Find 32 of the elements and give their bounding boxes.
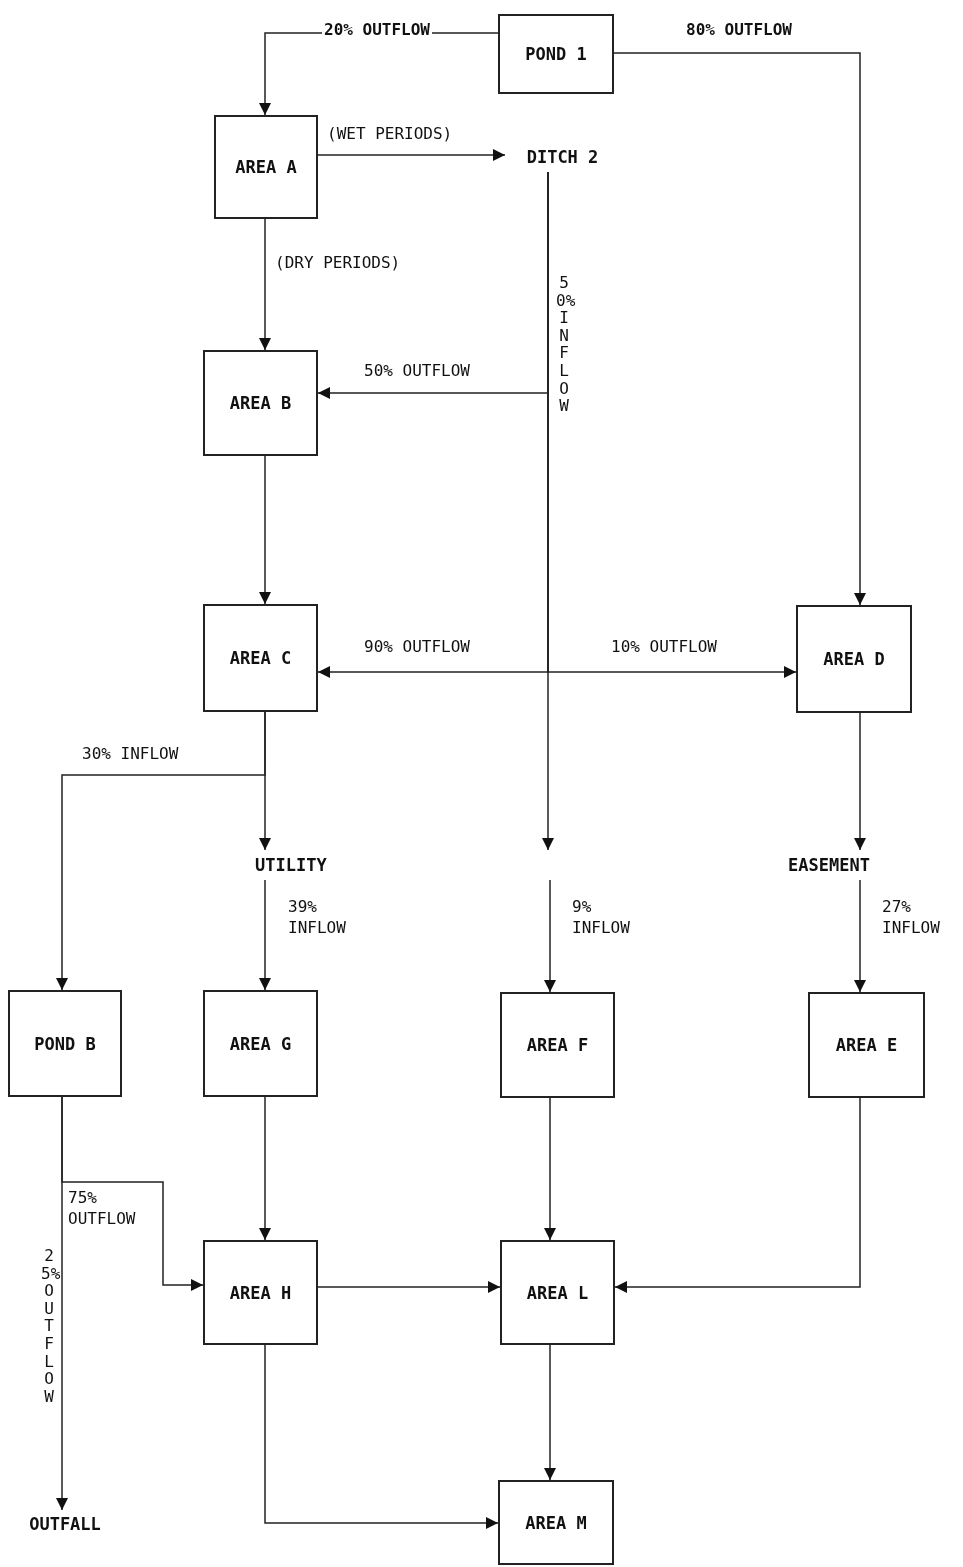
area-box: AREA M: [498, 1480, 614, 1565]
area-box: POND B: [8, 990, 122, 1097]
arrow: [317, 149, 506, 161]
arrow: [854, 879, 866, 993]
arrow: [259, 1096, 271, 1241]
area-box: AREA G: [203, 990, 318, 1097]
area-box: AREA B: [203, 350, 318, 456]
area-box: AREA F: [500, 992, 615, 1098]
arrow: [56, 1096, 68, 1511]
arrow: [264, 1344, 499, 1529]
node-label: DITCH 2: [505, 142, 620, 172]
node-label: OUTFALL: [10, 1510, 120, 1538]
arrow: [613, 52, 866, 606]
arrow: [56, 711, 266, 991]
arrow: [544, 1344, 556, 1481]
arrow: [544, 879, 556, 993]
arrow: [317, 1281, 501, 1293]
arrow: [259, 455, 271, 605]
area-box: AREA A: [214, 115, 318, 219]
arrow: [614, 1097, 861, 1293]
area-box: POND 1: [498, 14, 614, 94]
arrow: [544, 1097, 556, 1241]
area-box: AREA C: [203, 604, 318, 712]
node-label: UTILITY EASEMENT: [255, 850, 870, 880]
arrow: [547, 171, 797, 678]
arrow: [854, 712, 866, 851]
area-box: AREA L: [500, 1240, 615, 1345]
area-box: AREA H: [203, 1240, 318, 1345]
area-box: AREA E: [808, 992, 925, 1098]
area-box: AREA D: [796, 605, 912, 713]
arrow: [259, 218, 271, 351]
arrow: [259, 879, 271, 991]
